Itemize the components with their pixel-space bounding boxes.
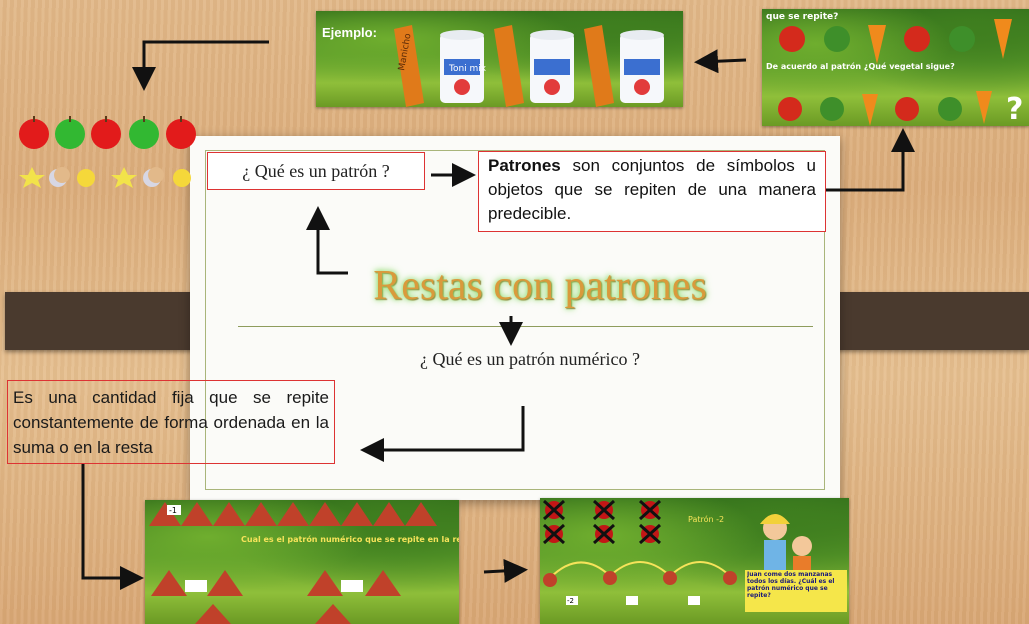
vegetables-question: De acuerdo al patrón ¿Qué vegetal sigue?	[766, 61, 955, 71]
carrot-icon	[862, 94, 878, 126]
definition-numeric-box: Es una cantidad fija que se repite const…	[7, 380, 335, 464]
vegetables-example-art: que se repite? De acuerdo al patrón ¿Qué…	[766, 12, 1023, 126]
arrow-to-yogurt	[694, 49, 747, 74]
right-band	[832, 292, 1029, 350]
tomato-icon	[778, 97, 802, 121]
pepper-icon	[824, 26, 850, 52]
star-icon	[111, 167, 137, 188]
carrot-icon	[868, 25, 886, 64]
yogurt-cup: Toni mix	[440, 30, 487, 103]
question-numeric: ¿ Qué es un patrón numérico ?	[420, 349, 640, 369]
moon-icon	[143, 167, 164, 187]
yogurt-cup	[530, 30, 574, 103]
tomato-icon	[779, 26, 805, 52]
arrow-subtraction-to-apples	[483, 558, 528, 583]
manicho-bar	[584, 25, 614, 107]
crossed-apple-icon	[638, 499, 662, 521]
apple-step-label: -2	[567, 597, 574, 605]
arrow-top-left	[132, 40, 269, 91]
left-band	[5, 292, 215, 350]
definition-term: Patrones	[488, 156, 561, 175]
vegetables-example-image: que se repite? De acuerdo al patrón ¿Qué…	[762, 9, 1029, 126]
tomato-icon	[895, 97, 919, 121]
apple-subtraction-art: Patrón -2 -2 Juan come dos manzanas todo…	[542, 499, 847, 612]
manicho-bar	[494, 25, 524, 107]
carrot-icon	[994, 19, 1012, 59]
subtraction-question: Cual es el patrón numérico que se repite…	[241, 534, 459, 544]
crossed-apple-icon	[638, 523, 662, 545]
pattern-tag: Patrón -2	[688, 514, 724, 524]
moon-icon	[49, 167, 70, 187]
pepper-icon	[938, 97, 962, 121]
apple-icon	[129, 116, 159, 149]
star-icon	[19, 167, 45, 188]
slide-frame	[205, 150, 825, 490]
crossed-apple-icon	[592, 523, 616, 545]
vegetables-top-text: que se repite?	[766, 12, 838, 22]
pepper-icon	[949, 26, 975, 52]
definition-pattern-box: Patrones son conjuntos de símbolos u obj…	[478, 151, 826, 232]
yogurt-example-art: Ejemplo: Manicho Toni mix	[322, 25, 664, 107]
carrot-icon	[976, 91, 992, 124]
crossed-apple-icon	[542, 523, 566, 545]
crossed-apple-icon	[542, 499, 566, 521]
apple-icon	[55, 116, 85, 149]
question-pattern-box: ¿ Qué es un patrón ?	[207, 152, 425, 190]
subtraction-example-art: -1 Cual es el patrón numérico que se rep…	[149, 502, 459, 624]
crossed-apple-icon	[592, 499, 616, 521]
pepper-icon	[820, 97, 844, 121]
apple-icon	[91, 116, 121, 149]
slide-title: Restas con patrones	[373, 263, 707, 309]
arrow-def2-to-subtraction	[81, 464, 144, 590]
sun-icon	[173, 169, 191, 187]
step-label: -1	[169, 506, 177, 515]
slide-divider	[238, 326, 813, 327]
definition-text: son conjuntos de símbolos u objetos que …	[488, 156, 816, 223]
sun-icon	[77, 169, 95, 187]
yogurt-example-image: Ejemplo: Manicho Toni mix	[316, 11, 683, 107]
toni-label: Toni mix	[448, 64, 487, 74]
example-label: Ejemplo:	[322, 25, 377, 40]
apple-icon	[166, 116, 196, 149]
subtraction-example-image: -1 Cual es el patrón numérico que se rep…	[145, 500, 459, 624]
manicho-bar: Manicho	[394, 25, 424, 107]
apple-star-pattern	[19, 116, 196, 188]
tomato-icon	[904, 26, 930, 52]
apple-subtraction-image: Patrón -2 -2 Juan come dos manzanas todo…	[540, 498, 849, 624]
apple-story: Juan come dos manzanas todos los días. ¿…	[747, 571, 835, 599]
yogurt-cup	[620, 30, 664, 103]
answer-mark: ?	[1006, 92, 1023, 126]
apple-icon	[19, 116, 49, 149]
